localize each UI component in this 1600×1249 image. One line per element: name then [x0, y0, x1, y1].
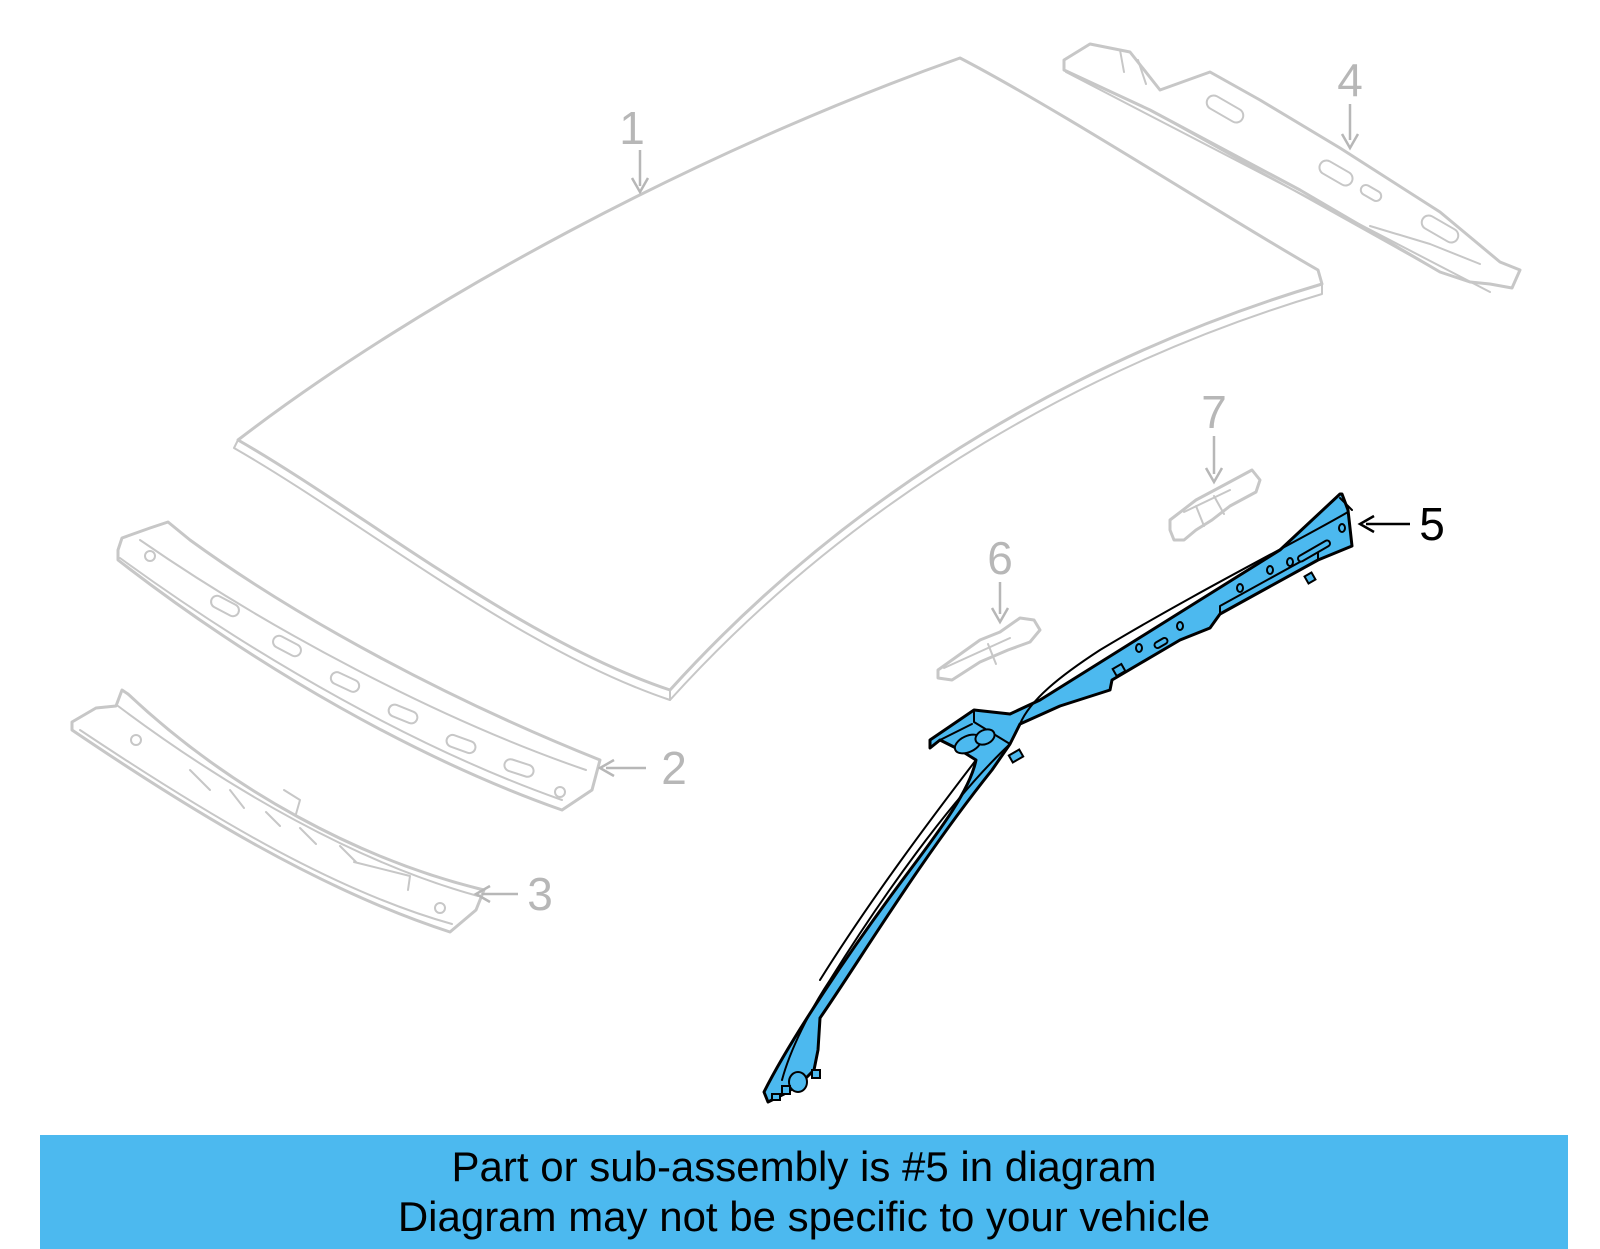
callout-6: 6: [987, 532, 1013, 625]
callout-2: 2: [597, 742, 687, 794]
callout-7: 7: [1201, 386, 1227, 485]
callout-1: 1: [619, 102, 650, 195]
callout-1-label: 1: [619, 102, 645, 154]
callout-3: 3: [473, 868, 553, 920]
callout-6-label: 6: [987, 532, 1013, 584]
part-6-bracket: [936, 616, 1042, 682]
callout-5: 5: [1357, 498, 1445, 550]
banner-line-disclaimer: Diagram may not be specific to your vehi…: [397, 1193, 1211, 1240]
part-5-roof-side-rail: [762, 492, 1354, 1104]
callout-5-label: 5: [1419, 498, 1445, 550]
callout-3-label: 3: [527, 868, 553, 920]
callout-7-label: 7: [1201, 386, 1227, 438]
callout-4-label: 4: [1337, 54, 1363, 106]
part-3-front-bow: [70, 688, 486, 934]
part-7-bracket: [1168, 468, 1262, 542]
info-banner: Part or sub-assembly is #5 in diagram Di…: [40, 1135, 1568, 1249]
part-4-rear-header: [1062, 42, 1522, 293]
part-1-roof-panel: [233, 56, 1324, 701]
part-2-front-header: [116, 520, 602, 812]
banner-line-part-note: Part or sub-assembly is #5 in diagram: [451, 1143, 1157, 1190]
callout-2-label: 2: [661, 742, 687, 794]
callout-4: 4: [1337, 54, 1363, 151]
